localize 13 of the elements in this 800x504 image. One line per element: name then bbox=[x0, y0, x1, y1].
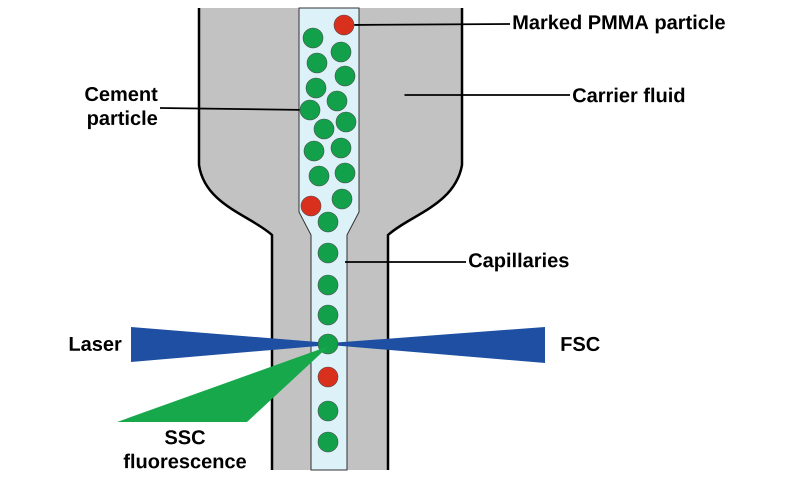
beam-label: SSC fluorescence bbox=[124, 430, 246, 468]
callout-label: Marked PMMA particle bbox=[514, 14, 725, 34]
beam-label: Laser bbox=[70, 337, 122, 351]
beam-label: FSC bbox=[562, 336, 600, 352]
leader-line bbox=[160, 107, 300, 111]
particle bbox=[300, 100, 320, 120]
particle bbox=[334, 14, 354, 36]
leader-line bbox=[404, 94, 570, 96]
leader-line bbox=[345, 261, 466, 263]
callout-label: Cement particle bbox=[85, 86, 158, 130]
callout-label: Capillaries bbox=[469, 252, 569, 272]
leader-line bbox=[354, 23, 510, 26]
callout-label: Carrier fluid bbox=[573, 88, 684, 102]
